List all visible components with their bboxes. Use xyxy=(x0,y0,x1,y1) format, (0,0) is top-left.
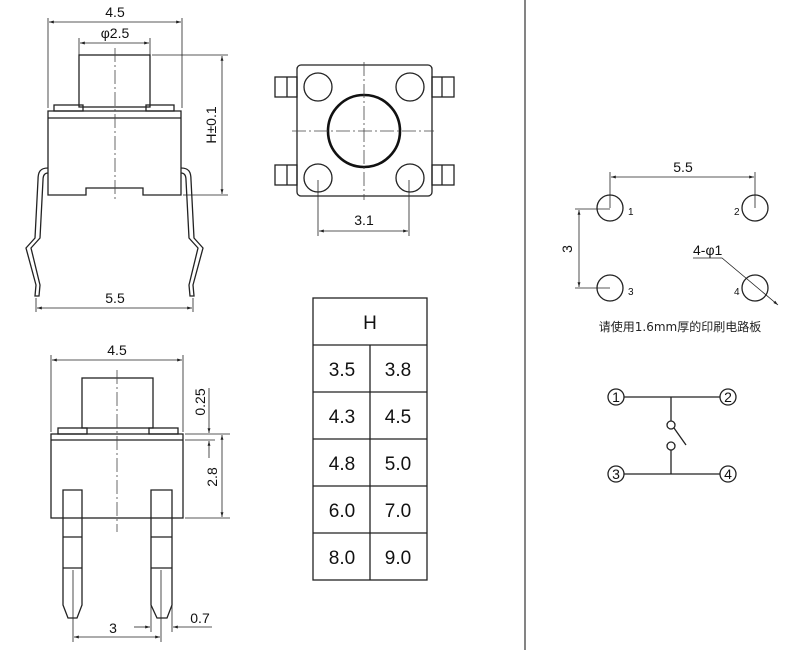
switch-schematic: 1 2 3 4 xyxy=(607,388,737,483)
pin-label: 1 xyxy=(628,207,634,218)
pcb-vertical-dimension: 3 xyxy=(559,245,575,253)
pin-label: 4 xyxy=(734,287,740,298)
table-cell: 4.3 xyxy=(329,407,355,428)
pin-pitch-dimension: 3 xyxy=(109,620,117,636)
height-dimension: H±0.1 xyxy=(203,106,219,143)
pin-label: 2 xyxy=(734,207,740,218)
width-dimension: 4.5 xyxy=(105,4,125,20)
table-cell: 4.8 xyxy=(329,454,355,475)
terminal-label: 1 xyxy=(612,389,620,405)
terminal-label: 2 xyxy=(724,389,732,405)
table-cell: 6.0 xyxy=(329,501,355,522)
hole-spacing-dimension: 3.1 xyxy=(354,212,374,228)
offset-dimension: 0.25 xyxy=(192,388,208,415)
width-dimension: 4.5 xyxy=(107,342,127,358)
terminal-label: 3 xyxy=(612,466,620,482)
table-cell: 3.8 xyxy=(385,360,411,381)
pcb-layout: 5.5 3 1 2 3 4 4-φ1 请使用1.6mm厚的印刷电路板 xyxy=(559,159,779,334)
pin-width-dimension: 0.7 xyxy=(190,610,210,626)
pcb-horizontal-dimension: 5.5 xyxy=(673,159,693,175)
table-cell: 9.0 xyxy=(385,548,411,569)
lead-span-dimension: 5.5 xyxy=(105,290,125,306)
top-view: 3.1 xyxy=(274,62,455,236)
side-view-top: 4.5 φ2.5 5.5 H±0.1 xyxy=(25,4,228,312)
hole-size-label: 4-φ1 xyxy=(693,242,723,258)
side-view-bottom: 4.5 3 0.7 0.25 2.8 xyxy=(50,342,230,642)
table-cell: 8.0 xyxy=(329,548,355,569)
table-header: H xyxy=(363,313,377,334)
plunger-diameter-dimension: φ2.5 xyxy=(101,25,130,41)
body-height-dimension: 2.8 xyxy=(204,467,220,487)
table-cell: 4.5 xyxy=(385,407,411,428)
pin-label: 3 xyxy=(628,287,634,298)
pcb-thickness-note: 请使用1.6mm厚的印刷电路板 xyxy=(599,319,761,334)
terminal-label: 4 xyxy=(724,466,732,482)
table-cell: 5.0 xyxy=(385,454,411,475)
table-cell: 3.5 xyxy=(329,360,355,381)
table-cell: 7.0 xyxy=(385,501,411,522)
height-table: H 3.5 3.8 4.3 4.5 4.8 5.0 6.0 7.0 8.0 9.… xyxy=(312,297,428,581)
